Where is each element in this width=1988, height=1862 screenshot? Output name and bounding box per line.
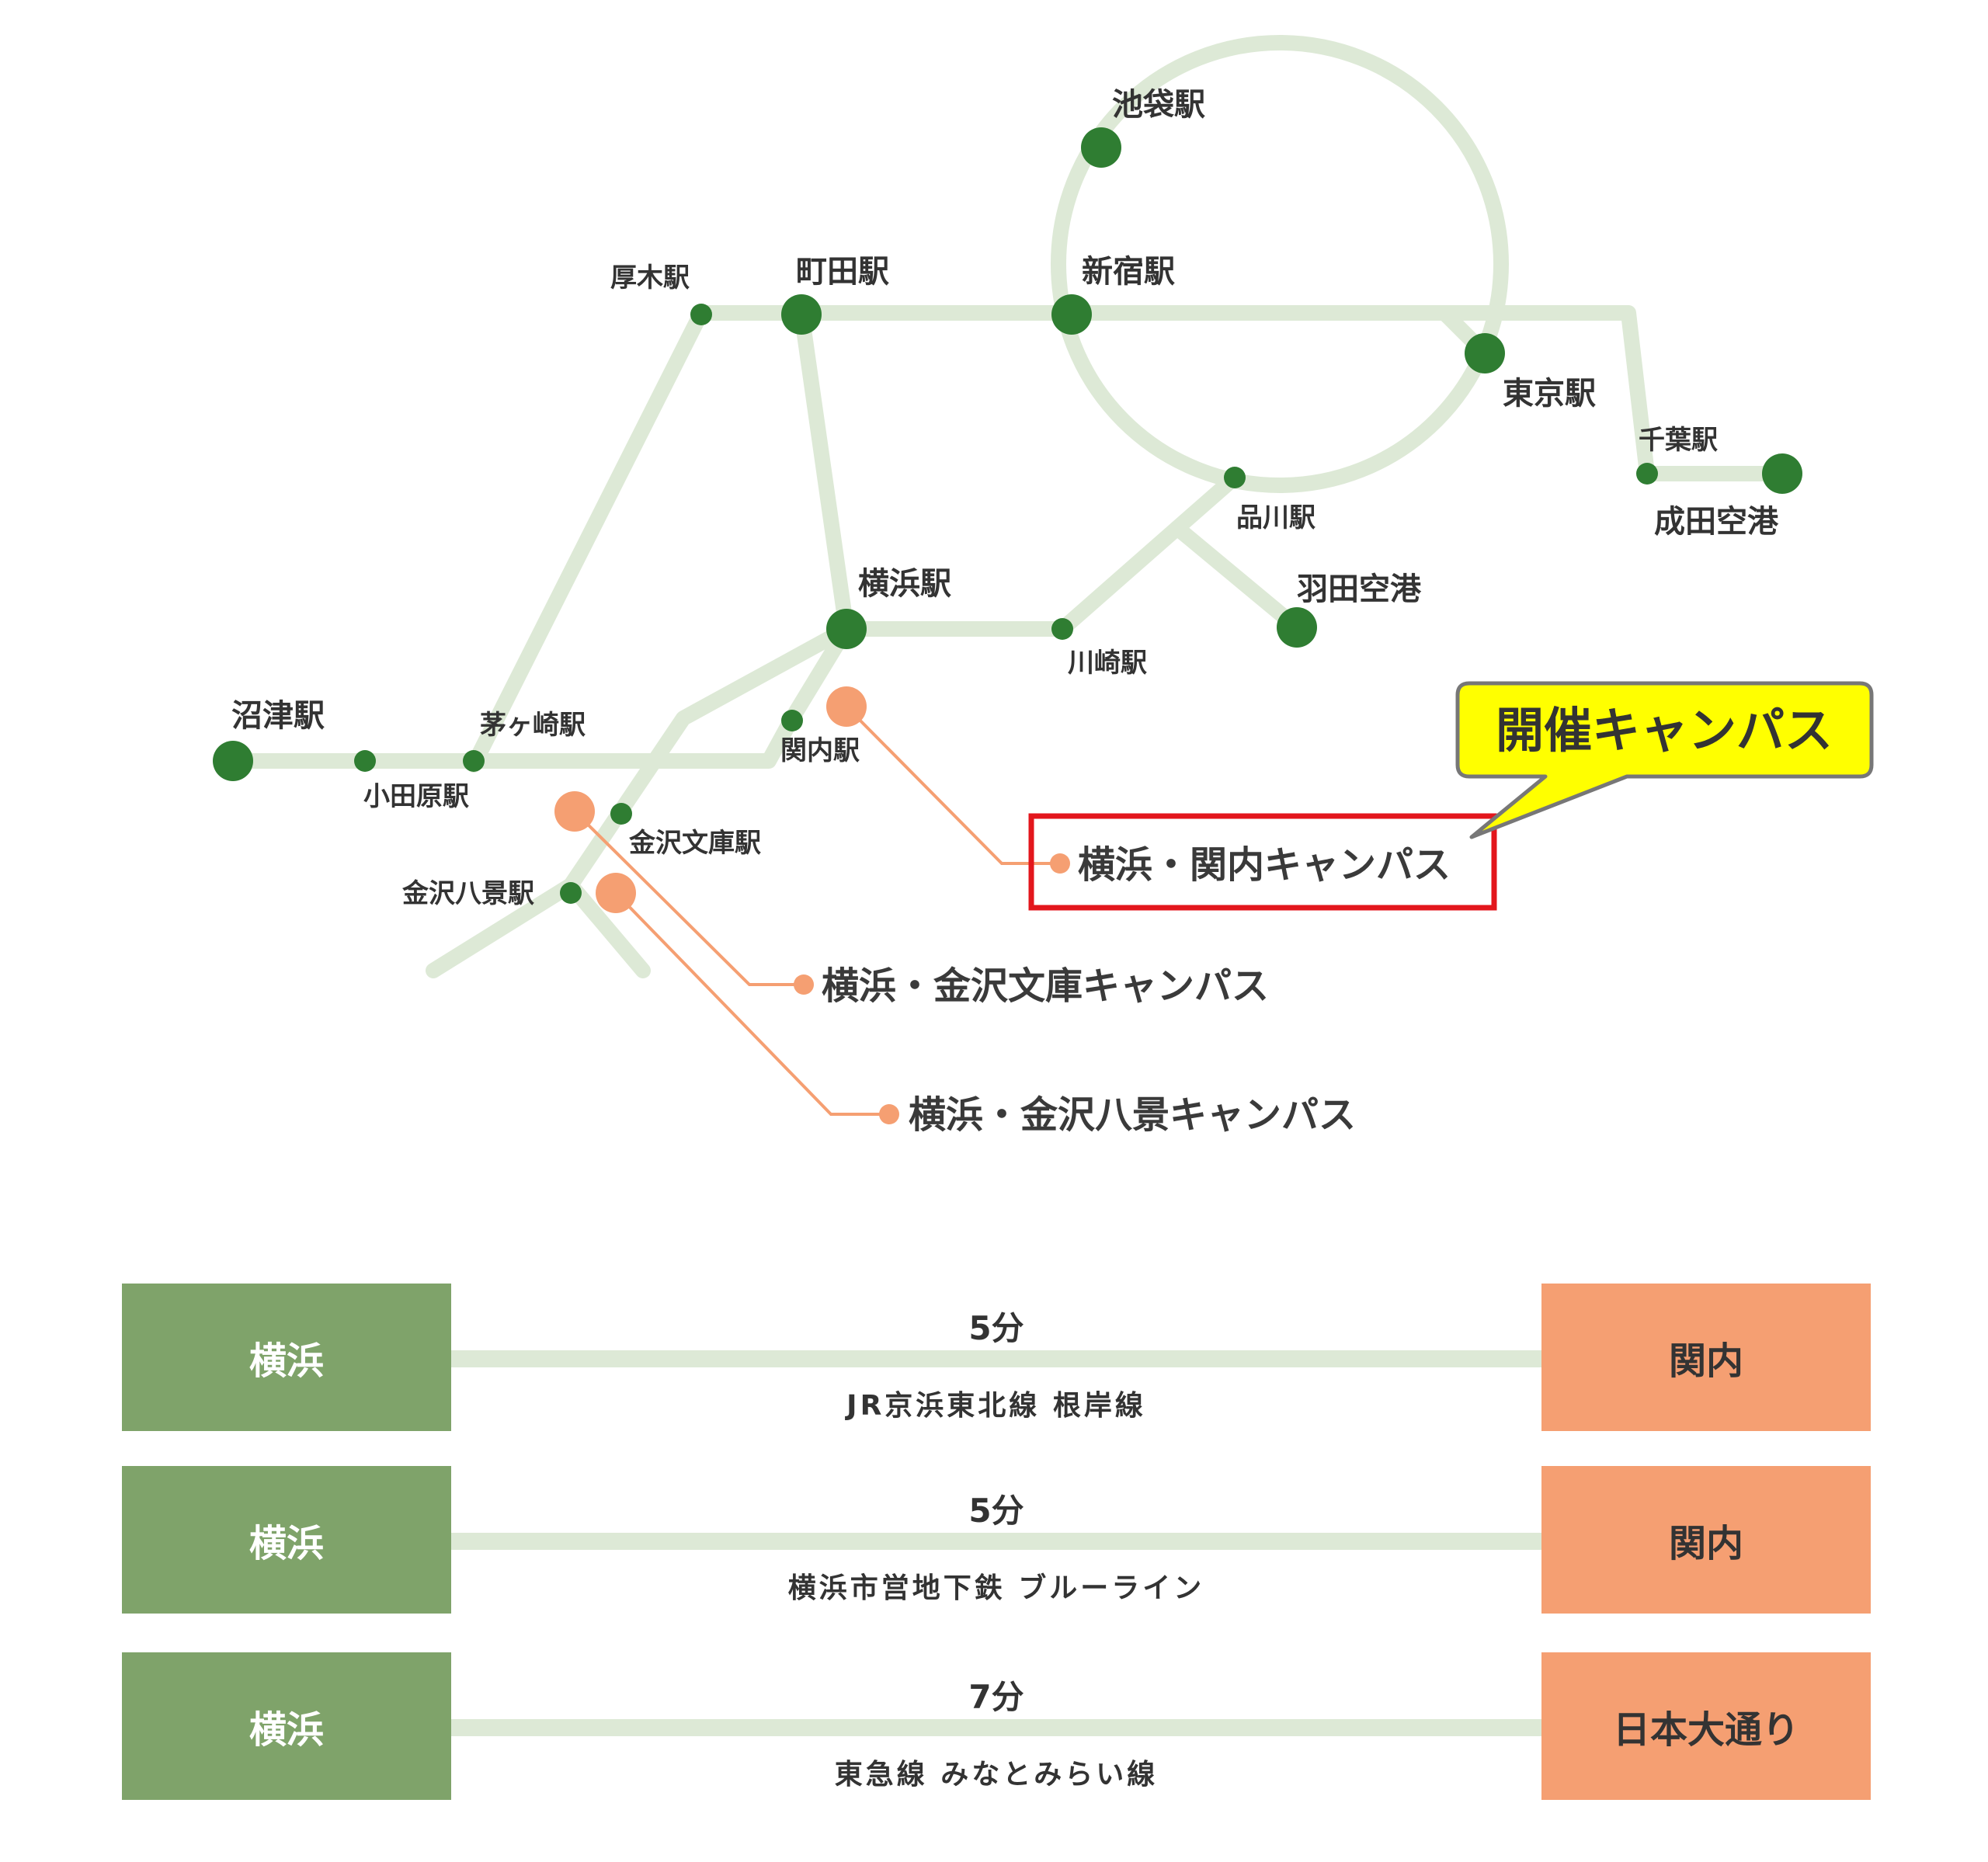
- yamanote-loop: [1051, 35, 1509, 493]
- route-line-name: 横浜市営地下鉄 ブルーライン: [787, 1572, 1205, 1604]
- route-from-box: 横浜: [122, 1284, 451, 1431]
- station-atsugi: [690, 304, 712, 325]
- station-narita: [1762, 453, 1802, 494]
- leader-kanazawabunko: [573, 810, 804, 986]
- line-numazu-kannai: [225, 621, 854, 769]
- station-tokyo: [1465, 333, 1505, 373]
- line-haneda-branch: [1170, 520, 1305, 635]
- station-numazu: [213, 741, 253, 781]
- label-kanazawahakkei: 金沢八景駅: [401, 878, 534, 909]
- campus-dot-kannai: [1050, 853, 1070, 874]
- station-odawara: [354, 750, 376, 772]
- route-bar: [451, 1719, 1541, 1736]
- route-line-name: 東急線 みなとみらい線: [834, 1759, 1159, 1791]
- label-yokohama: 横浜駅: [858, 566, 951, 602]
- stations: [213, 127, 1802, 904]
- route-to-box: 日本大通り: [1541, 1652, 1871, 1800]
- route-from-box: 横浜: [122, 1466, 451, 1614]
- line-machida-yokohama: [794, 305, 854, 637]
- station-kanazawahakkei: [560, 882, 582, 904]
- station-haneda: [1277, 607, 1317, 648]
- campus-label-kannai: 横浜・関内キャンパス: [1078, 843, 1451, 887]
- line-atsugi-chigasaki: [466, 305, 709, 773]
- campus-leaders: [573, 705, 1060, 1116]
- label-kawasaki: 川崎駅: [1068, 648, 1147, 679]
- line-yokohama-kawasaki-shinagawa: [839, 470, 1242, 637]
- campus-dot-kanazawahakkei: [879, 1104, 899, 1124]
- label-kanazawabunko: 金沢文庫駅: [628, 828, 761, 859]
- station-chigasaki: [463, 750, 485, 772]
- callout-text: 開催キャンパス: [1496, 702, 1833, 759]
- label-numazu: 沼津駅: [231, 698, 325, 734]
- route-row: 横浜 7分 東急線 みなとみらい線 日本大通り: [122, 1652, 1871, 1800]
- label-ikebukuro: 池袋駅: [1112, 87, 1205, 123]
- station-kawasaki: [1051, 618, 1073, 640]
- campus-label-kanazawahakkei: 横浜・金沢八景キャンパス: [909, 1093, 1356, 1137]
- route-row: 横浜 5分 JR京浜東北線 根岸線 関内: [122, 1284, 1871, 1431]
- station-shinagawa: [1224, 467, 1246, 488]
- label-chiba: 千葉駅: [1639, 425, 1718, 456]
- line-yokohama-kanazawa: [426, 621, 854, 978]
- label-machida: 町田駅: [796, 254, 889, 290]
- station-kannai: [781, 710, 803, 731]
- route-time: 5分: [968, 1492, 1024, 1530]
- campus-marker-kanazawahakkei: [596, 873, 636, 913]
- leader-kanazawahakkei: [614, 891, 889, 1116]
- line-kanazawa-branch: [563, 877, 651, 978]
- campus-markers: [554, 686, 1070, 1124]
- label-haneda: 羽田空港: [1297, 571, 1422, 607]
- route-bar: [451, 1350, 1541, 1367]
- label-shinjuku: 新宿駅: [1082, 254, 1175, 290]
- callout-bubble: [1455, 681, 1874, 839]
- route-bar: [451, 1533, 1541, 1550]
- route-time: 5分: [968, 1309, 1024, 1347]
- venue-highlight-box: [1028, 813, 1497, 911]
- station-yokohama: [826, 609, 867, 649]
- station-ikebukuro: [1081, 127, 1121, 168]
- label-narita: 成田空港: [1654, 504, 1779, 540]
- route-row: 横浜 5分 横浜市営地下鉄 ブルーライン 関内: [122, 1466, 1871, 1614]
- route-to-box: 関内: [1541, 1466, 1871, 1614]
- leader-kannai: [845, 705, 1060, 865]
- route-to-box: 関内: [1541, 1284, 1871, 1431]
- rail-lines: [225, 35, 1786, 978]
- line-atsugi-shinjuku-chiba: [693, 305, 1786, 481]
- label-shinagawa: 品川駅: [1236, 502, 1315, 533]
- station-kanazawabunko: [610, 803, 632, 825]
- station-machida: [781, 294, 822, 335]
- label-tokyo: 東京駅: [1503, 376, 1596, 412]
- route-line-name: JR京浜東北線 根岸線: [846, 1390, 1146, 1422]
- railway-map: 池袋駅 新宿駅 町田駅 厚木駅 東京駅 千葉駅 成田空港 品川駅 羽田空港 横浜…: [213, 35, 1874, 1137]
- campus-label-kanazawabunko: 横浜・金沢文庫キャンパス: [822, 964, 1269, 1008]
- campus-marker-kannai: [826, 686, 867, 727]
- station-shinjuku: [1051, 294, 1092, 335]
- label-kannai: 関内駅: [780, 735, 860, 766]
- station-chiba: [1636, 463, 1658, 485]
- campus-dot-kanazawabunko: [794, 974, 814, 995]
- route-from-box: 横浜: [122, 1652, 451, 1800]
- label-chigasaki: 茅ヶ崎駅: [480, 710, 586, 741]
- campus-marker-kanazawabunko: [554, 791, 595, 832]
- label-odawara: 小田原駅: [363, 781, 469, 812]
- route-time: 7分: [968, 1678, 1024, 1716]
- label-atsugi: 厚木駅: [610, 262, 690, 294]
